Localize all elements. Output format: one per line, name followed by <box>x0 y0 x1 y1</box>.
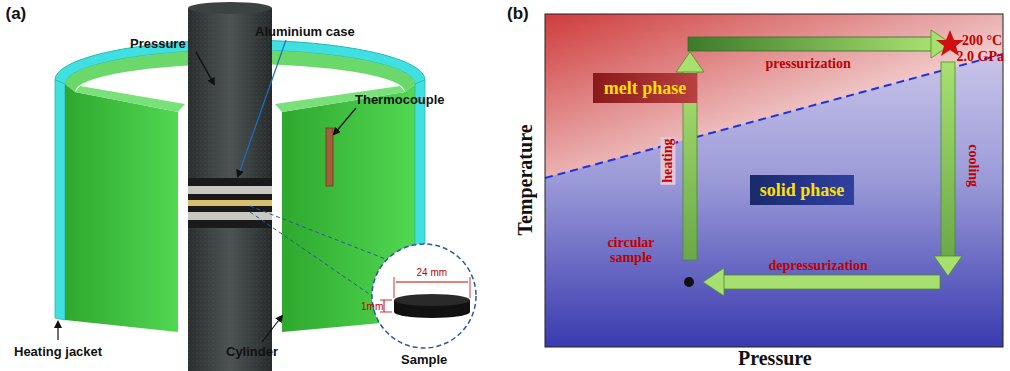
state-value: 2.0 GPa <box>957 49 1004 64</box>
process-label: cooling <box>965 144 980 187</box>
phase-box: melt phase <box>593 73 697 103</box>
panel-letter: (a) <box>6 5 27 24</box>
panel-letter: (b) <box>507 5 529 24</box>
axis-title: Temperature <box>513 124 535 235</box>
part-name: Pressure <box>130 37 186 51</box>
part-name: Cylinder <box>226 345 278 359</box>
phase-name: solid phase <box>760 180 845 201</box>
dimension: 24 mm <box>417 267 448 278</box>
part-name: Sample <box>401 353 447 367</box>
dimension: 1mm <box>361 301 383 312</box>
part-name: Heating jacket <box>14 345 102 359</box>
state-value: 200 °C <box>962 33 1002 48</box>
process-label: heating <box>660 136 675 184</box>
part-name: Thermocouple <box>355 93 445 107</box>
part-name: Aluminium case <box>255 25 355 39</box>
phase-box: solid phase <box>750 175 854 205</box>
axis-title: Pressure <box>738 347 812 369</box>
point-label: circular sample <box>599 235 663 266</box>
process-label: pressurization <box>766 56 851 71</box>
process-label: depressurization <box>769 258 868 273</box>
phase-name: melt phase <box>604 78 687 99</box>
